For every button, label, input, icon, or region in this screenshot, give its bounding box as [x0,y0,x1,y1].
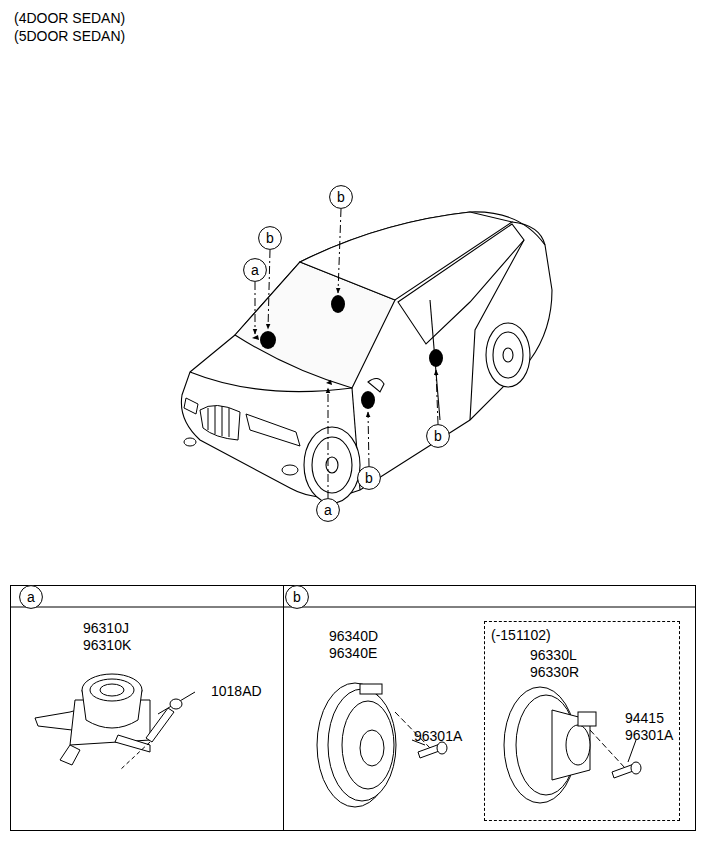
part-number: 94415 96301A [625,710,673,744]
leader-lines [255,209,438,498]
callout-circle: a [316,498,340,522]
speaker-drawing [317,683,447,807]
callout-circle: b [357,466,381,490]
callout-letter: a [27,589,35,606]
callout-circle: a [19,585,43,609]
car-front [184,398,300,475]
part-number: 96330L 96330R [530,647,579,681]
part-number: 96310J 96310K [83,620,131,654]
part-number: 96301A [414,728,462,745]
callout-letter: b [434,428,442,445]
date-note: (-151102) [491,627,551,644]
callout-letter: b [266,230,274,247]
part-number: 96340D 96340E [329,628,378,662]
variant-box: (-151102) 96330L 96330R 94415 96301A [484,621,680,821]
callout-letter: b [293,589,301,606]
callout-circle: b [329,185,353,209]
car-body [181,212,552,497]
callout-letter: b [337,189,345,206]
parts-panel: 96310J 96310K 1018AD a [10,585,284,831]
callout-letter: a [324,502,332,519]
table-line [10,607,696,608]
tweeter-drawing [35,674,195,770]
callout-letter: b [365,470,373,487]
title: (4DOOR SEDAN) (5DOOR SEDAN) [14,10,149,45]
callout-circle: a [243,258,267,282]
parts-panel: 96340D 96340E 96301A b (-151102) 96330L 9633… [283,585,696,831]
callout-circle: b [285,585,309,609]
part-number: 1018AD [211,683,262,700]
car-wheels [304,323,530,503]
speaker-drawing [504,687,641,803]
callout-circle: b [258,226,282,250]
speaker-marks [252,295,443,409]
callout-letter: a [251,262,259,279]
callout-circle: b [426,424,450,448]
